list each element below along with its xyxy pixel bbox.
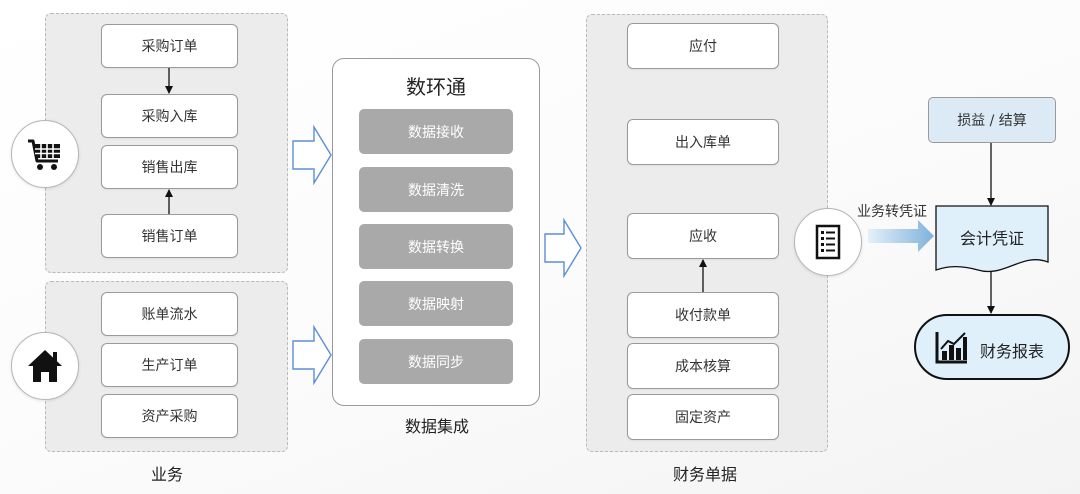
- flow-arrow-business-bottom: [292, 324, 332, 386]
- bar-chart-icon: [935, 332, 967, 364]
- bill-flow-node: 账单流水: [101, 292, 238, 336]
- documents-caption: 财务单据: [672, 465, 737, 484]
- voucher-label: 会计凭证: [959, 229, 1024, 248]
- sales-outbound-node: 销售出库: [101, 145, 238, 189]
- sales-order-node: 销售订单: [101, 214, 238, 258]
- step-data-sync: 数据同步: [359, 339, 513, 384]
- transfer-arrow: [868, 220, 934, 252]
- fixed-assets-node: 固定资产: [627, 394, 779, 440]
- step-data-receive: 数据接收: [359, 109, 513, 154]
- step-data-cleanse: 数据清洗: [359, 167, 513, 212]
- flow-arrow-business-top: [292, 124, 332, 186]
- integration-platform: 数环通 数据接收 数据清洗 数据转换 数据映射 数据同步: [332, 58, 540, 406]
- cost-accounting-node: 成本核算: [627, 343, 779, 389]
- step-data-transform: 数据转换: [359, 224, 513, 269]
- flow-arrow-platform-out: [544, 217, 582, 279]
- voucher-shape: [935, 205, 1049, 273]
- platform-title: 数环通: [406, 75, 466, 99]
- platform-caption: 数据集成: [404, 417, 469, 436]
- business-caption: 业务: [150, 465, 183, 484]
- transfer-label: 业务转凭证: [857, 204, 927, 220]
- profit-settlement-node: 损益 / 结算: [928, 97, 1056, 143]
- stock-document-node: 出入库单: [627, 119, 779, 165]
- purchase-inbound-node: 采购入库: [101, 94, 238, 138]
- step-data-mapping: 数据映射: [359, 281, 513, 326]
- production-order-node: 生产订单: [101, 343, 238, 387]
- document-list-icon: [794, 208, 862, 276]
- asset-purchase-node: 资产采购: [101, 394, 238, 438]
- financial-report-node: 财务报表: [914, 314, 1070, 380]
- payable-node: 应付: [627, 23, 779, 69]
- report-label: 财务报表: [980, 342, 1045, 361]
- home-icon: [11, 332, 79, 400]
- receivable-node: 应收: [627, 213, 779, 259]
- payment-receipt-node: 收付款单: [627, 292, 779, 338]
- shopping-cart-icon: [11, 120, 79, 188]
- purchase-order-node: 采购订单: [101, 24, 238, 68]
